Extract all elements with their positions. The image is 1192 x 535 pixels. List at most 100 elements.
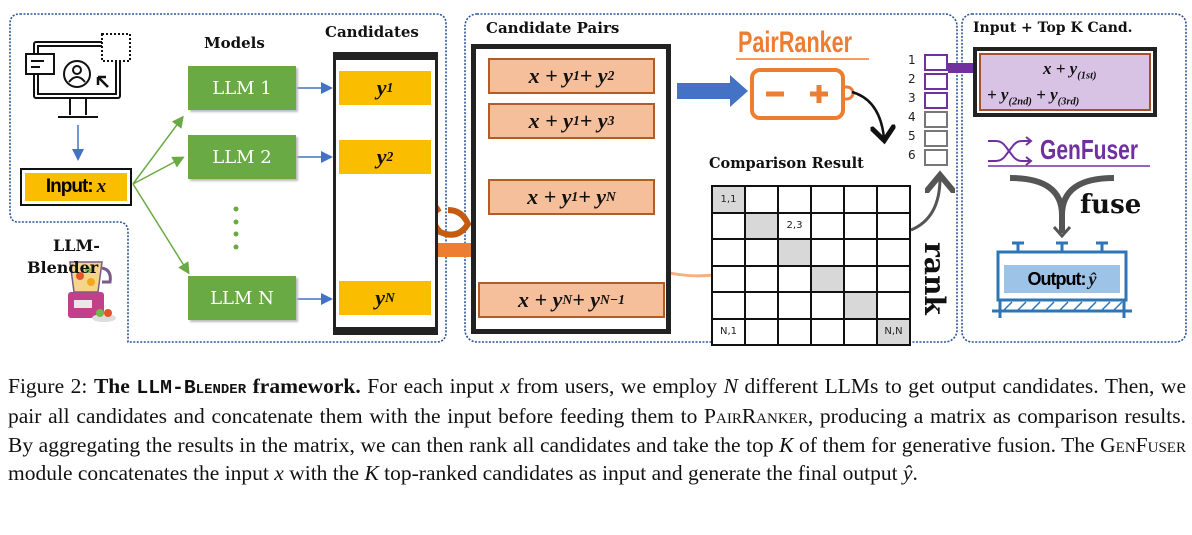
matrix-cell: [845, 319, 876, 344]
caption-text: different LLMs to get output candidates.…: [8, 374, 1187, 429]
output-box: Output: ŷ: [1004, 265, 1120, 293]
blender-label-line1: LLM-: [53, 236, 100, 255]
caption-var: x: [274, 461, 284, 486]
output-machine-icon: [992, 241, 1132, 318]
input-label: Input:: [45, 176, 94, 197]
matrix-cell: [779, 293, 810, 318]
matrix-cell: [878, 266, 909, 291]
llm-box-1: LLM 1: [188, 66, 296, 110]
pairranker-title: PairRanker: [738, 26, 853, 59]
input-var: x: [96, 176, 107, 197]
matrix-cell: 1,1: [713, 187, 744, 212]
matrix-cell: [878, 213, 909, 238]
shuffle-icon: [988, 136, 1033, 166]
caption-text: For each input: [360, 374, 501, 398]
caption-genfuser: GenFuser: [1100, 432, 1186, 457]
rank-slot: [924, 92, 948, 109]
caption-var: K: [779, 432, 794, 457]
topk-box: x + y(1st) + y(2nd) + y(3rd): [973, 47, 1157, 117]
region-border-fuser: [961, 13, 1187, 343]
rank-number: 4: [908, 110, 916, 124]
candidate-pairs-header: Candidate Pairs: [486, 19, 620, 37]
input-box: Input: x: [20, 168, 132, 206]
rank-number: 6: [908, 148, 916, 162]
matrix-cell: [779, 319, 810, 344]
matrix-cell: [845, 187, 876, 212]
matrix-cell: [713, 293, 744, 318]
caption-pairranker: PairRanker: [704, 404, 808, 429]
candidates-header: Candidates: [325, 23, 419, 41]
comparison-header: Comparison Result: [709, 155, 864, 172]
rank-slot: [924, 130, 948, 147]
matrix-cell: [746, 266, 777, 291]
region-border-blender: [9, 13, 447, 343]
caption-text: top-ranked candidates as input and gener…: [378, 461, 903, 486]
matrix-cell: [713, 266, 744, 291]
matrix-cell: [845, 293, 876, 318]
caption-var: ŷ: [902, 461, 913, 486]
caption-text: of them for generative fusion. The: [793, 432, 1101, 457]
rank-slot: [924, 73, 948, 90]
caption-text: module concatenates the input: [8, 461, 275, 486]
matrix-cell: 2,3: [779, 213, 810, 238]
battery-icon: [750, 68, 855, 120]
topk-header: Input + Top K Cand.: [973, 20, 1133, 36]
caption-text: from users, we employ: [509, 374, 724, 398]
matrix-cell: [779, 240, 810, 265]
caption-fig-label: Figure 2:: [8, 374, 94, 398]
matrix-cell: [878, 240, 909, 265]
topk-line2: + y(2nd) + y(3rd): [987, 85, 1080, 108]
matrix-cell: [779, 187, 810, 212]
caption-text: .: [912, 461, 918, 486]
matrix-cell: [878, 187, 909, 212]
models-ellipsis-icon: [233, 206, 239, 250]
output-var: ŷ: [1088, 268, 1097, 289]
framework-figure: Input: x LLM- Blender Models Candidates …: [9, 13, 1187, 346]
matrix-cell: [845, 240, 876, 265]
matrix-cell: [779, 266, 810, 291]
fuse-merge-icon: [1009, 175, 1115, 239]
matrix-cell: [845, 266, 876, 291]
matrix-cell: [746, 187, 777, 212]
blender-icon: [68, 261, 116, 322]
matrix-cell: [878, 293, 909, 318]
llm-label: LLM 1: [212, 77, 272, 99]
rank-label: rank: [917, 242, 951, 315]
rank-number: 3: [908, 91, 916, 105]
rank-slot: [924, 149, 948, 166]
caption-var: x: [500, 374, 510, 398]
output-label: Output:: [1027, 268, 1087, 289]
matrix-cell: N,1: [713, 319, 744, 344]
computer-user-icon: [25, 33, 131, 118]
caption-var: K: [364, 461, 379, 486]
figure-caption: Figure 2: The LLM-Blender framework. For…: [8, 372, 1186, 488]
matrix-cell: [746, 213, 777, 238]
matrix-cell: [812, 319, 843, 344]
blender-label-line2: Blender: [27, 258, 99, 277]
matrix-cell: [812, 266, 843, 291]
rank-slot: [924, 54, 948, 71]
caption-title-pre: The: [93, 374, 137, 398]
matrix-cell: [746, 319, 777, 344]
caption-text: , producing a matrix as comparison resul…: [8, 404, 1186, 457]
matrix-cell: [845, 213, 876, 238]
to-pairranker-arrow-icon: [677, 75, 748, 107]
matrix-cell: [812, 187, 843, 212]
models-header: Models: [204, 34, 265, 52]
matrix-cell: [812, 240, 843, 265]
matrix-cell: [713, 240, 744, 265]
matrix-cell: [746, 293, 777, 318]
caption-title-post: framework.: [246, 374, 361, 398]
caption-var: N: [723, 374, 738, 398]
llm-label: LLM 2: [212, 146, 272, 168]
topk-line1: x + y(1st): [1043, 59, 1097, 82]
matrix-cell: [746, 240, 777, 265]
matrix-cell: [812, 293, 843, 318]
